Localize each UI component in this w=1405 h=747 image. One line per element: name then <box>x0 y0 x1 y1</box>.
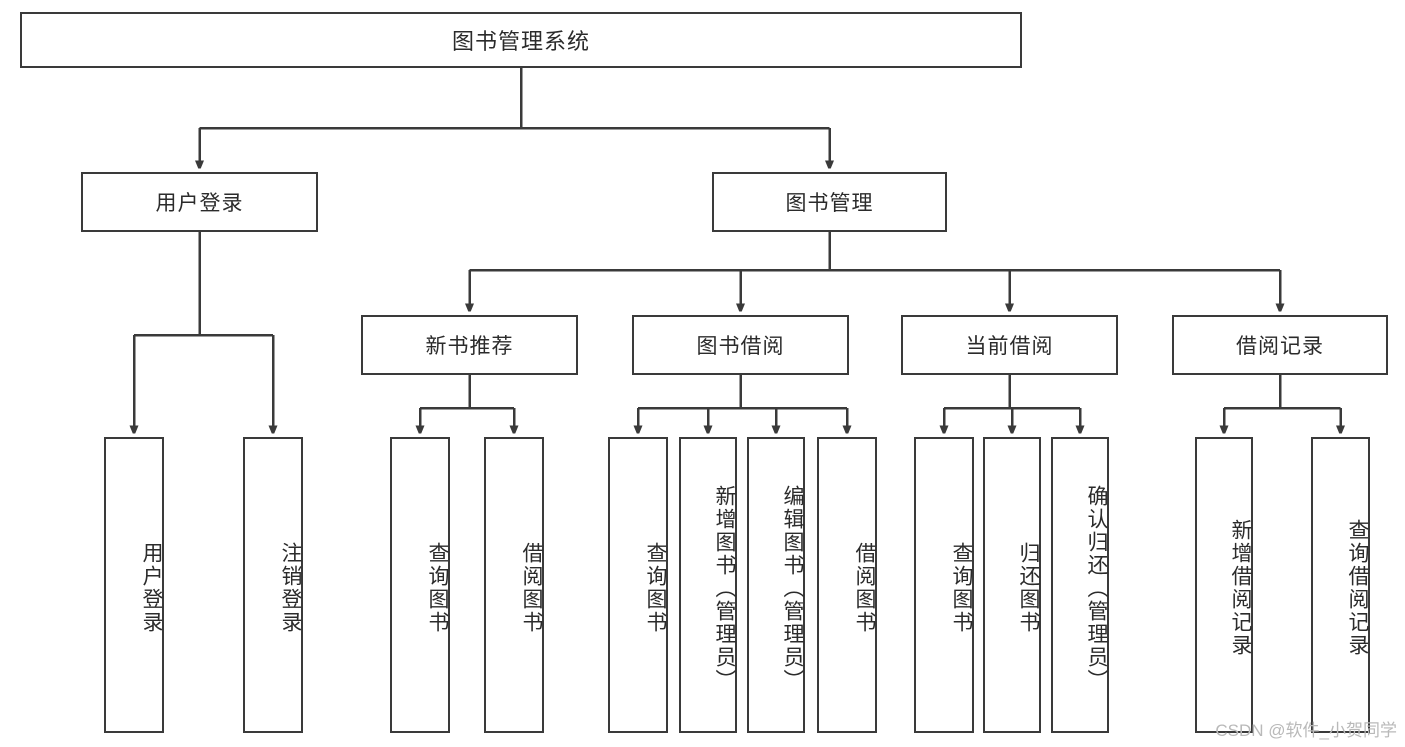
node-leaf3[interactable]: 查询图书 <box>390 437 450 733</box>
node-label: 新增借阅记录 <box>1229 519 1252 657</box>
node-label: 新增图书（管理员） <box>713 484 736 692</box>
node-leaf11[interactable]: 确认归还（管理员） <box>1051 437 1109 733</box>
node-label: 查询图书 <box>950 542 973 634</box>
node-label: 借阅图书 <box>520 542 543 634</box>
node-label: 查询图书 <box>644 542 667 634</box>
node-login[interactable]: 用户登录 <box>81 172 318 232</box>
node-records[interactable]: 借阅记录 <box>1172 315 1388 375</box>
node-leaf2[interactable]: 注销登录 <box>243 437 303 733</box>
watermark: CSDN @软件_小贺同学 <box>1215 721 1397 740</box>
node-label: 查询借阅记录 <box>1346 519 1369 657</box>
node-borrow[interactable]: 图书借阅 <box>632 315 849 375</box>
node-leaf6[interactable]: 新增图书（管理员） <box>679 437 737 733</box>
node-current[interactable]: 当前借阅 <box>901 315 1118 375</box>
node-leaf12[interactable]: 新增借阅记录 <box>1195 437 1253 733</box>
node-label: 当前借阅 <box>965 335 1054 358</box>
node-label: 借阅记录 <box>1236 335 1324 358</box>
node-leaf13[interactable]: 查询借阅记录 <box>1311 437 1370 733</box>
node-label: 借阅图书 <box>853 542 876 634</box>
node-label: 新书推荐 <box>425 335 514 358</box>
node-leaf4[interactable]: 借阅图书 <box>484 437 544 733</box>
node-label: 图书管理系统 <box>451 29 590 54</box>
node-label: 图书管理 <box>785 192 874 215</box>
node-label: 用户登录 <box>155 192 244 215</box>
node-bookmgmt[interactable]: 图书管理 <box>712 172 947 232</box>
node-label: 注销登录 <box>279 542 302 634</box>
node-root[interactable]: 图书管理系统 <box>20 12 1022 68</box>
node-newbook[interactable]: 新书推荐 <box>361 315 578 375</box>
node-label: 编辑图书（管理员） <box>781 484 804 692</box>
node-label: 查询图书 <box>426 542 449 634</box>
node-leaf8[interactable]: 借阅图书 <box>817 437 877 733</box>
node-label: 图书借阅 <box>696 335 785 358</box>
node-leaf9[interactable]: 查询图书 <box>914 437 974 733</box>
node-leaf1[interactable]: 用户登录 <box>104 437 164 733</box>
node-label: 确认归还（管理员） <box>1085 484 1108 692</box>
node-label: 归还图书 <box>1017 542 1040 634</box>
node-leaf10[interactable]: 归还图书 <box>983 437 1041 733</box>
node-label: 用户登录 <box>140 542 163 634</box>
node-leaf5[interactable]: 查询图书 <box>608 437 668 733</box>
node-leaf7[interactable]: 编辑图书（管理员） <box>747 437 805 733</box>
